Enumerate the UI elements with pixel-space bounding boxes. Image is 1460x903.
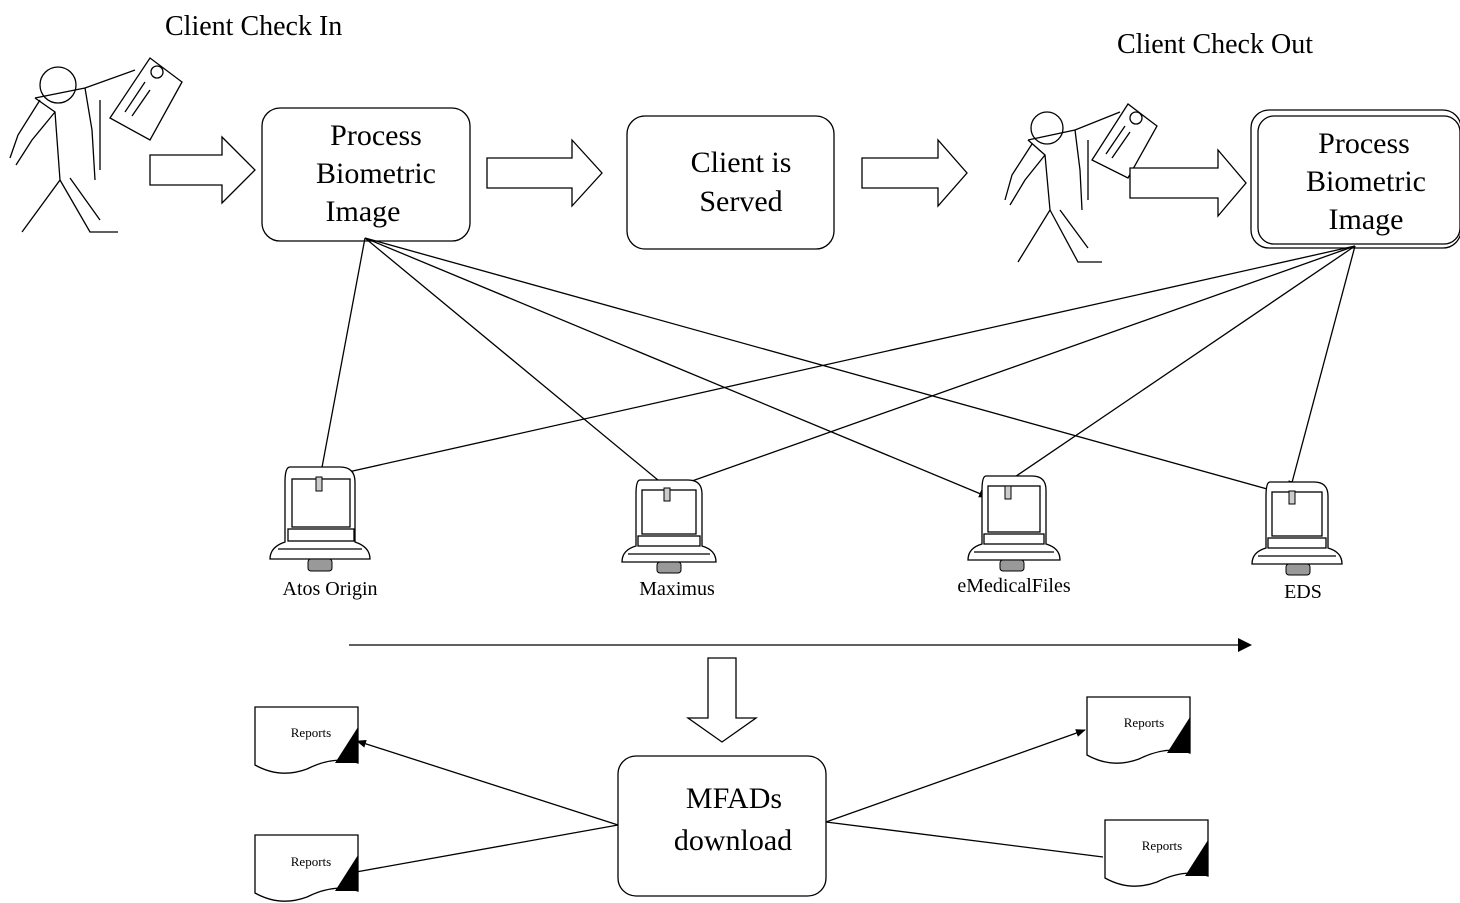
computer-atos-icon [269,466,371,572]
down-block-arrow [685,657,759,743]
timeline-arrowhead [1238,638,1252,652]
process-in-line1: Process [330,119,422,152]
report-doc-2-icon [254,834,359,902]
label-maximus: Maximus [639,578,715,600]
process-out-line3: Image [1329,203,1404,236]
person-check-out-icon [1004,103,1158,263]
check-in-heading: Client Check In [165,11,342,42]
report-doc-1-icon [254,706,359,774]
label-atos: Atos Origin [283,578,378,600]
report-label-3: Reports [1124,715,1164,730]
computer-emedical-icon [967,475,1061,572]
block-arrow-4 [1129,148,1247,218]
block-arrow-2 [486,138,603,208]
label-eds: EDS [1284,581,1322,603]
connectors-reports [355,729,1104,873]
block-arrow-3 [861,138,968,208]
mfads-line2: download [674,824,792,857]
connectors-out [316,245,1356,493]
connectors-in [317,237,1286,498]
person-check-in-icon [9,57,183,233]
check-out-heading: Client Check Out [1117,29,1313,60]
process-biometric-in-box: Process Biometric Image [261,107,471,242]
report-label-2: Reports [291,854,331,869]
process-out-line1: Process [1318,127,1410,160]
process-biometric-out-box: Process Biometric Image [1250,109,1460,249]
report-label-4: Reports [1142,838,1182,853]
mfads-download-box: MFADs download [617,755,827,897]
served-line1: Client is [691,146,792,179]
report-doc-4-icon [1104,819,1209,887]
computer-maximus-icon [621,479,717,574]
process-in-line3: Image [326,195,401,228]
label-emedical: eMedicalFiles [957,575,1071,597]
client-served-box: Client is Served [626,115,835,250]
mfads-line1: MFADs [686,782,782,815]
block-arrow-1 [149,135,256,205]
process-in-line2: Biometric [316,157,436,190]
report-label-1: Reports [291,725,331,740]
served-line2: Served [699,185,782,218]
report-doc-3-icon [1086,696,1191,764]
computer-eds-icon [1251,481,1343,576]
process-out-line2: Biometric [1306,165,1426,198]
